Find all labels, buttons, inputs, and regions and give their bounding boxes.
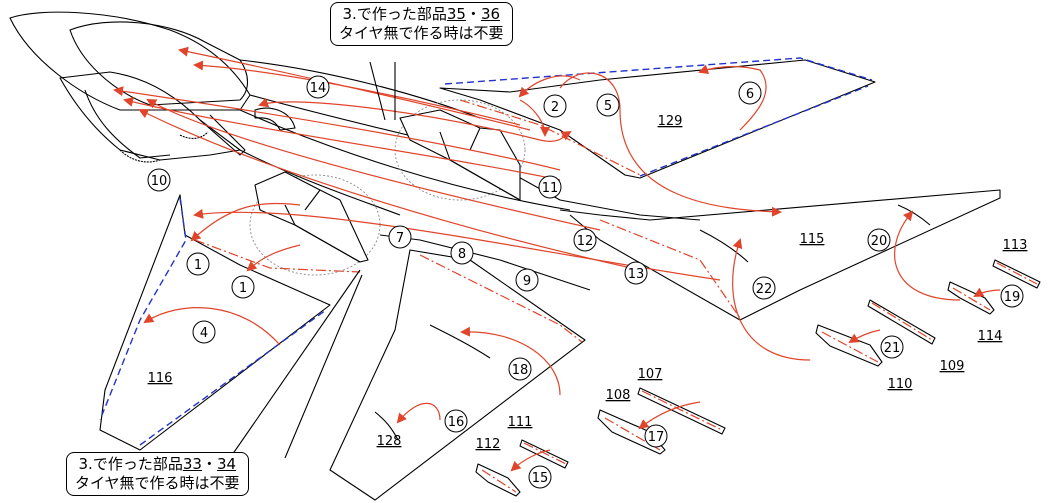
step-number: 11: [542, 181, 559, 196]
strip-part-114: [947, 281, 995, 315]
step-marker-6: 6: [738, 81, 762, 105]
step-marker-5: 5: [596, 93, 620, 117]
fuselage-body: [9, 11, 296, 163]
part-label-128: 128: [377, 434, 402, 449]
strip-part-110: [815, 324, 883, 367]
step-marker-15: 15: [528, 465, 552, 489]
step-marker-21: 21: [880, 335, 904, 359]
step-marker-8: 8: [450, 241, 474, 265]
step-marker-11: 11: [538, 175, 562, 199]
step-number: 17: [648, 430, 665, 445]
part-label-129: 129: [658, 114, 683, 129]
step-number: 5: [604, 99, 612, 114]
part-label-115: 115: [800, 232, 825, 247]
part-label-116: 116: [148, 371, 173, 386]
strip-part-107: [637, 387, 726, 435]
step-marker-14: 14: [306, 75, 330, 99]
callout-top: 3.で作った部品35・36 タイヤ無で作る時は不要: [330, 2, 513, 46]
step-number: 7: [396, 231, 404, 246]
step-marker-20: 20: [867, 228, 891, 252]
callout-pointers: [229, 61, 396, 459]
step-number: 1: [194, 258, 202, 273]
part-label-114: 114: [978, 329, 1003, 344]
step-number: 4: [200, 326, 208, 341]
step-number: 10: [151, 174, 168, 189]
step-number: 18: [512, 363, 529, 378]
part-label-110: 110: [888, 377, 913, 392]
step-number: 6: [746, 87, 754, 102]
step-marker-22: 22: [752, 276, 776, 300]
step-number: 20: [871, 234, 888, 249]
step-marker-18: 18: [508, 357, 532, 381]
glue-arrows: [113, 46, 1001, 472]
callout-bottom-line2: タイヤ無で作る時は不要: [75, 474, 240, 492]
callout-top-line1: 3.で作った部品35・36: [342, 5, 501, 23]
strip-part-113: [992, 259, 1041, 289]
strip-part-109: [867, 299, 936, 345]
step-number: 9: [523, 274, 531, 289]
step-marker-1: 1: [231, 275, 255, 299]
step-number: 12: [577, 234, 594, 249]
gear-part-lower: [249, 171, 381, 276]
strip-part-112: [475, 463, 521, 497]
step-number: 2: [551, 100, 559, 115]
strip-part-111: [519, 439, 569, 469]
step-number: 16: [448, 415, 465, 430]
part-label-111: 111: [508, 415, 533, 430]
step-marker-13: 13: [624, 261, 648, 285]
gear-part-upper: [394, 99, 526, 201]
step-marker-4: 4: [192, 320, 216, 344]
part-label-109: 109: [940, 359, 965, 374]
step-number: 1: [239, 281, 247, 296]
step-number: 13: [628, 267, 645, 282]
step-marker-19: 19: [1000, 284, 1024, 308]
callout-bottom-line1: 3.で作った部品33・34: [78, 455, 237, 473]
step-number: 15: [532, 471, 549, 486]
step-number: 8: [458, 247, 466, 262]
callout-top-line2: タイヤ無で作る時は不要: [339, 24, 504, 42]
step-marker-2: 2: [543, 94, 567, 118]
step-marker-17: 17: [644, 424, 668, 448]
step-marker-10: 10: [147, 168, 171, 192]
step-number: 19: [1004, 290, 1021, 305]
step-number: 21: [884, 341, 901, 356]
part-label-113: 113: [1003, 238, 1028, 253]
part-label-112: 112: [476, 437, 501, 452]
step-marker-12: 12: [573, 228, 597, 252]
step-number: 14: [310, 81, 327, 96]
part-label-107: 107: [638, 367, 663, 382]
step-number: 22: [756, 282, 773, 297]
stabilizer-part-115: [599, 204, 931, 319]
callout-bottom: 3.で作った部品33・34 タイヤ無で作る時は不要: [66, 452, 249, 496]
step-marker-7: 7: [388, 225, 412, 249]
part-label-108: 108: [606, 388, 631, 403]
step-marker-9: 9: [515, 268, 539, 292]
step-marker-16: 16: [444, 409, 468, 433]
stabilizer-part-128: [329, 249, 586, 501]
step-marker-1: 1: [186, 252, 210, 276]
